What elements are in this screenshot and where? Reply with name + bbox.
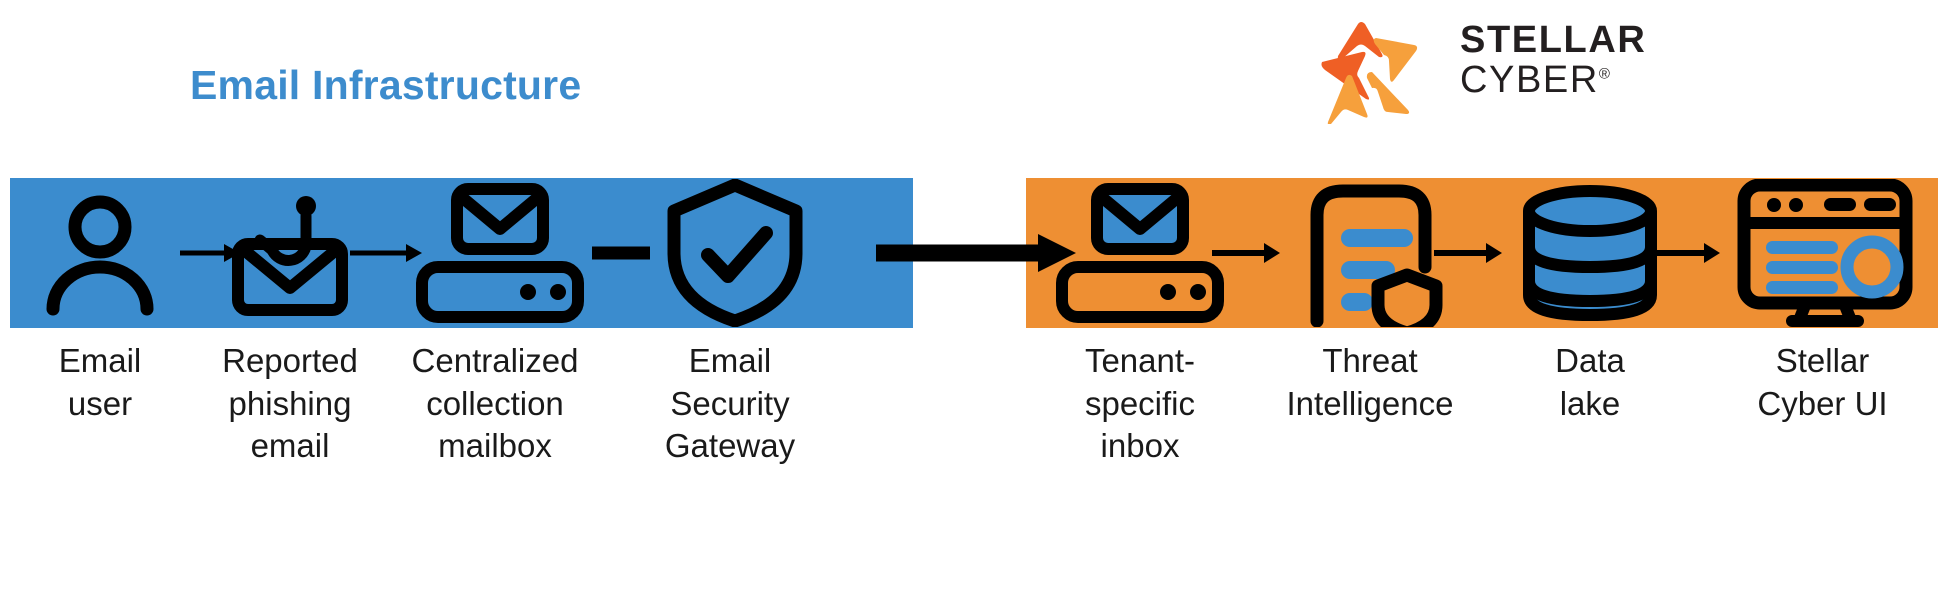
- label-line: Stellar: [1775, 342, 1870, 379]
- label-line: Email: [58, 342, 142, 379]
- node-label-email-security-gateway: Email Security Gateway: [625, 340, 835, 468]
- section-title-email-infrastructure: Email Infrastructure: [190, 62, 582, 108]
- node-icon-data-lake[interactable]: [1495, 178, 1685, 328]
- connector-phishing-to-mailbox: [350, 238, 422, 268]
- node-icon-centralized-collection-mailbox[interactable]: [400, 178, 600, 328]
- connector-gateway-to-tenant-inbox: [876, 232, 1076, 274]
- node-icon-threat-intelligence[interactable]: [1275, 178, 1465, 328]
- node-icon-email-user[interactable]: [20, 178, 180, 328]
- node-label-email-user: Email user: [15, 340, 185, 425]
- node-label-reported-phishing-email: Reported phishing email: [195, 340, 385, 468]
- connector-inbox-to-threat-intel: [1212, 238, 1280, 268]
- logo-word-cyber: CYBER®: [1460, 60, 1646, 100]
- logo-cyber-text: CYBER: [1460, 59, 1599, 102]
- node-label-centralized-collection-mailbox: Centralized collection mailbox: [390, 340, 600, 468]
- node-icon-tenant-specific-inbox[interactable]: [1040, 178, 1240, 328]
- shield-check-icon: [667, 179, 803, 327]
- label-line: Gateway: [664, 427, 796, 465]
- label-line: Reported: [222, 342, 358, 379]
- label-line: lake: [1559, 384, 1621, 422]
- mail-server-icon: [1056, 183, 1224, 323]
- node-label-data-lake: Data lake: [1495, 340, 1685, 425]
- label-line: collection: [426, 384, 564, 422]
- label-line: Intelligence: [1286, 384, 1454, 422]
- user-icon: [46, 195, 154, 316]
- phishing-hook-email-icon: [232, 196, 348, 316]
- connector-lake-to-ui: [1652, 238, 1720, 268]
- label-line: specific: [1084, 384, 1196, 422]
- label-line: Security: [670, 384, 790, 422]
- stellar-cyber-logo-mark-icon: [1310, 14, 1430, 126]
- connector-user-to-phishing: [180, 238, 240, 268]
- logo-word-stellar: STELLAR: [1460, 19, 1647, 61]
- label-line: Data: [1555, 342, 1625, 379]
- monitor-dashboard-icon: [1737, 179, 1913, 327]
- stellar-cyber-logo-text: STELLAR CYBER®: [1460, 20, 1646, 101]
- label-line: Cyber UI: [1757, 384, 1888, 422]
- mail-server-icon: [416, 183, 584, 323]
- connector-mailbox-to-gateway: [592, 238, 652, 268]
- label-line: mailbox: [438, 427, 552, 465]
- registered-trademark-mark: ®: [1598, 65, 1610, 83]
- node-label-threat-intelligence: Threat Intelligence: [1255, 340, 1485, 425]
- label-line: Centralized: [411, 342, 579, 379]
- label-line: Email: [688, 342, 772, 379]
- node-label-tenant-specific-inbox: Tenant- specific inbox: [1040, 340, 1240, 468]
- label-line: inbox: [1100, 427, 1180, 465]
- node-icon-reported-phishing-email[interactable]: [205, 178, 375, 328]
- node-icon-email-security-gateway[interactable]: [630, 178, 840, 328]
- label-line: user: [67, 384, 133, 422]
- connector-threat-intel-to-lake: [1434, 238, 1502, 268]
- label-line: Tenant-: [1084, 342, 1196, 379]
- stellar-cyber-logo: STELLAR CYBER®: [1310, 14, 1730, 126]
- database-icon: [1523, 185, 1657, 321]
- label-line: phishing: [228, 384, 352, 422]
- node-icon-stellar-cyber-ui[interactable]: [1720, 178, 1930, 328]
- label-line: email: [250, 427, 330, 465]
- document-shield-icon: [1310, 184, 1443, 327]
- node-label-stellar-cyber-ui: Stellar Cyber UI: [1715, 340, 1930, 425]
- label-line: Threat: [1322, 342, 1418, 379]
